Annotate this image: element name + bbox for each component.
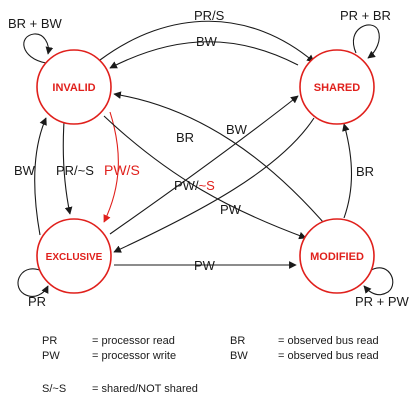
edge-label-invalid-to-modified: PW/~S <box>174 178 215 193</box>
edge-exclusive-to-shared <box>109 95 299 235</box>
legend-bw-key: BW <box>230 350 248 362</box>
edge-modified-to-invalid <box>113 91 331 231</box>
edge-label-invalid-to-exclusive-red: PW/S <box>104 162 140 178</box>
edge-shared-to-exclusive <box>113 117 315 253</box>
legend-br-key: BR <box>230 335 246 347</box>
edge-modified-to-shared <box>342 123 353 219</box>
state-exclusive-circle <box>36 218 112 294</box>
edge-invalid-to-modified <box>103 115 307 240</box>
edge-invalid-self <box>23 33 54 64</box>
edge-label-invalid-to-modified-suffix: ~S <box>199 178 216 193</box>
edge-shared-to-invalid <box>109 41 299 69</box>
state-invalid-label: INVALID <box>52 82 95 94</box>
state-shared-label: SHARED <box>314 82 361 94</box>
legend-pr-key: PR <box>42 335 58 347</box>
edge-label-modified-to-shared: BR <box>356 164 374 179</box>
edge-label-invalid-self: BR + BW <box>8 16 63 31</box>
edge-label-invalid-to-shared: PR/S <box>194 8 225 23</box>
state-invalid-circle <box>36 49 112 125</box>
edge-modified-self <box>363 267 394 296</box>
edge-exclusive-to-invalid <box>34 117 47 236</box>
edge-label-invalid-to-modified-prefix: PW/ <box>174 178 199 193</box>
edge-invalid-to-shared <box>99 20 315 63</box>
edge-label-invalid-to-exclusive: PR/~S <box>56 163 94 178</box>
edge-label-shared-to-modified: PW <box>220 202 242 217</box>
legend-shared-value: = shared/NOT shared <box>92 383 198 395</box>
legend-pw-key: PW <box>42 350 60 362</box>
legend-shared-key: S/~S <box>42 383 67 395</box>
edge-shared-self <box>353 24 380 59</box>
state-exclusive-label: EXCLUSIVE <box>46 252 103 263</box>
state-modified-circle <box>299 218 375 294</box>
edge-label-shared-self: PR + BR <box>340 8 391 23</box>
edge-label-invalid-exclusive-left: BW <box>14 163 36 178</box>
edge-invalid-to-exclusive <box>62 121 73 215</box>
legend-bw-value: = observed bus read <box>278 350 379 362</box>
legend-pw-value: = processor write <box>92 350 177 362</box>
edge-label-shared-to-invalid: BW <box>196 34 218 49</box>
edge-exclusive-self <box>17 268 49 297</box>
legend-pr-value: = processor read <box>92 335 175 347</box>
edge-label-modified-to-invalid: BW <box>226 122 248 137</box>
edge-label-modified-self: PR + PW <box>355 294 410 309</box>
edge-label-exclusive-self: PR <box>28 294 46 309</box>
edge-label-exclusive-to-modified: PW <box>194 258 216 273</box>
state-shared-circle <box>299 49 375 125</box>
edge-label-exclusive-to-shared: BR <box>176 130 194 145</box>
state-modified-label: MODIFIED <box>310 251 364 263</box>
legend-br-value: = observed bus read <box>278 335 379 347</box>
